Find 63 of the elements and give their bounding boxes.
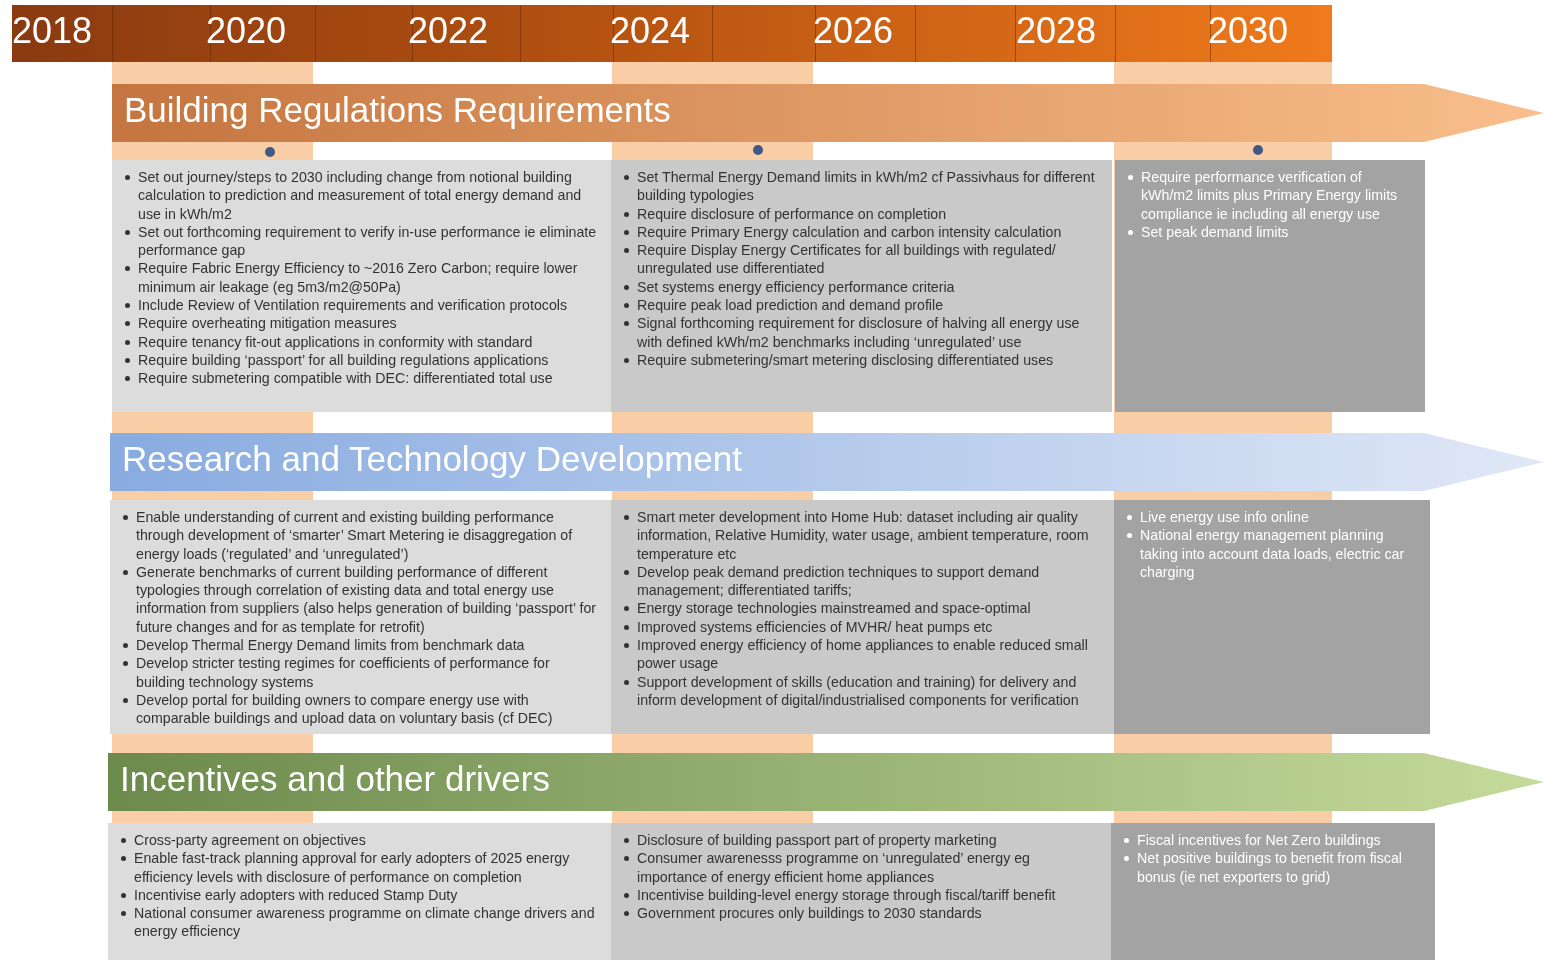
bullet-item: Net positive buildings to benefit from fiscal bonus (ie net exporters to grid) — [1137, 850, 1402, 885]
bullet-item: Cross-party agreement on objectives — [134, 832, 366, 848]
bullet-item: Require peak load prediction and demand profile — [637, 297, 944, 314]
year-label: 2030 — [1208, 10, 1289, 52]
text-panel — [1111, 823, 1435, 960]
bullet-item: Develop Thermal Energy Demand limits from benchmark data — [136, 637, 525, 654]
bullet-item: Require performance verification of kWh/m2 limits plus Primary Energy limits compliance ie including all energy use — [1141, 169, 1398, 222]
bullet-item: Smart meter development into Home Hub: dataset including air quality information, Relative Humidity, water usage, ambient temperature, room temperature etc — [637, 509, 1089, 562]
bullet-item: Energy storage technologies mainstreamed and space-optimal — [637, 600, 1031, 617]
bullet-item: Consumer awarenesss programme on ‘unregulated’ energy eg importance of energy efficient home appliances — [637, 850, 1030, 885]
bullet-item: Support development of skills (education and training) for delivery and inform development of digital/industrialised components for verification — [637, 673, 1079, 708]
bullet-item: Set out forthcoming requirement to verify in-use performance ie eliminate performance gap — [138, 223, 597, 259]
band-arrow — [112, 84, 1544, 142]
year-label: 2024 — [610, 10, 691, 52]
text-panel — [611, 823, 1111, 960]
bullet-item: Require Primary Energy calculation and carbon intensity calculation — [637, 223, 1062, 240]
bullet-item: Improved systems efficiencies of MVHR/ heat pumps etc — [637, 618, 993, 635]
bullet-item: Require building ‘passport’ for all building regulations applications — [138, 351, 549, 368]
bullet-item: Set out journey/steps to 2030 including change from notional building calculation to prediction and measurement of total energy demand and use in kWh/m2 — [138, 169, 582, 222]
text-panel — [112, 160, 611, 412]
band-arrow — [108, 753, 1544, 811]
bullet-item: Develop peak demand prediction techniques to support demand management; differentiated tariffs; — [637, 563, 1040, 599]
bullet-item: Enable understanding of current and existing building performance through development of ‘smarter’ Smart Metering ie disaggregation of energy loads (‘regulated’ and ‘unregulated’) — [136, 509, 573, 562]
bullet-item: National consumer awareness programme on climate change drivers and energy efficiency — [134, 905, 595, 940]
bullet-item: Require submetering/smart metering disclosing differentiated uses — [637, 351, 1054, 368]
text-panel — [1114, 500, 1430, 734]
bullet-item: Set Thermal Energy Demand limits in kWh/m2 cf Passivhaus for different building typologies — [637, 169, 1095, 204]
bullet-item: Government procures only buildings to 2030 standards — [637, 905, 982, 922]
bullet-item: Fiscal incentives for Net Zero buildings — [1137, 832, 1381, 848]
bullet-item: Include Review of Ventilation requirements and verification protocols — [138, 297, 567, 314]
text-panel — [1115, 160, 1425, 412]
bullet-item: Live energy use info online — [1140, 509, 1309, 525]
bullet-item: Require disclosure of performance on completion — [637, 205, 947, 222]
bullet-item: Require submetering compatible with DEC: differentiated total use — [138, 370, 553, 387]
bullet-item: Set systems energy efficiency performance criteria — [637, 278, 955, 295]
band-title: Building Regulations Requirements — [124, 90, 671, 130]
year-label: 2026 — [813, 10, 894, 52]
bullet-item: Require Display Energy Certificates for all buildings with regulated/ unregulated use differentiated — [637, 242, 1056, 277]
bullet-item: Develop stricter testing regimes for coefficients of performance for building technology systems — [136, 655, 550, 690]
bullet-item: National energy management planning taking into account data loads, electric car charging — [1140, 527, 1405, 580]
bullet-item: Develop portal for building owners to compare energy use with comparable buildings and upload data on voluntary basis (cf DEC) — [136, 691, 553, 727]
bullet-item: Enable fast-track planning approval for early adopters of 2025 energy efficiency levels with disclosure of performance on completion — [134, 850, 570, 885]
bullet-item: Incentivise early adopters with reduced Stamp Duty — [134, 886, 458, 903]
bullet-item: Require Fabric Energy Efficiency to ~2016 Zero Carbon; require lower minimum air leakage (eg 5m3/m2@50Pa) — [138, 260, 578, 295]
text-panel — [611, 160, 1112, 412]
text-panel — [108, 823, 611, 960]
year-label: 2022 — [408, 10, 489, 52]
bullet-item: Generate benchmarks of current building performance of different typologies through correlation of existing data and total energy use information from suppliers (also helps generation of building ‘passport’ for future changes and for as template for retrofit) — [136, 563, 597, 635]
bullet-item: Set peak demand limits — [1141, 223, 1289, 240]
band-title: Incentives and other drivers — [120, 759, 550, 799]
year-label: 2028 — [1016, 10, 1097, 52]
year-label: 2018 — [12, 10, 93, 52]
bullet-item: Disclosure of building passport part of property marketing — [637, 832, 997, 848]
band-arrow — [110, 433, 1544, 491]
text-panel — [611, 500, 1114, 734]
year-label: 2020 — [206, 10, 287, 52]
bullet-item: Require overheating mitigation measures — [138, 315, 397, 332]
text-panel — [110, 500, 611, 734]
bullet-item: Signal forthcoming requirement for disclosure of halving all energy use with defined kWh/m2 benchmarks including ‘unregulated’ use — [637, 315, 1080, 350]
bullet-item: Incentivise building-level energy storage through fiscal/tariff benefit — [637, 886, 1056, 903]
bullet-item: Require tenancy fit-out applications in conformity with standard — [138, 333, 533, 350]
band-title: Research and Technology Development — [122, 439, 743, 479]
bullet-item: Improved energy efficiency of home appliances to enable reduced small power usage — [637, 637, 1088, 672]
